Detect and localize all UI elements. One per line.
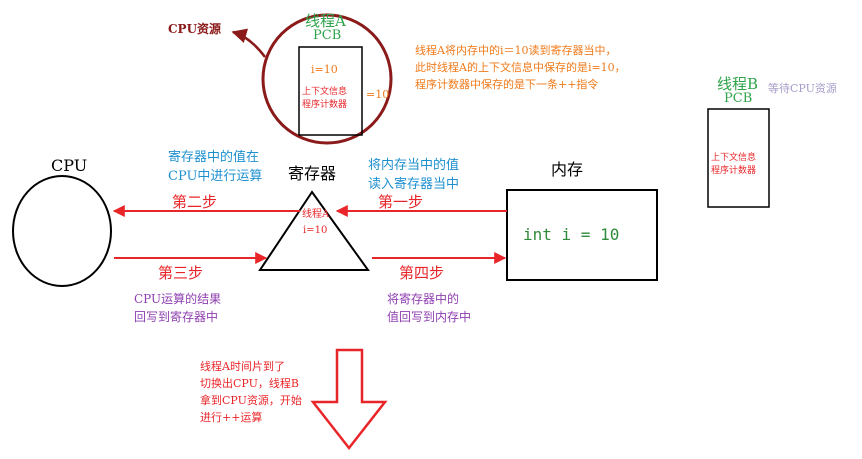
register-inner-line2: i=10 bbox=[303, 225, 328, 236]
thread-b-ctx-line2: 程序计数器 bbox=[711, 166, 757, 176]
thread-a-ctx-line2: 程序计数器 bbox=[302, 100, 348, 110]
thread-a-i-value: i=10 bbox=[311, 63, 338, 76]
thread-a-pcb-label: PCB bbox=[313, 28, 342, 43]
memory-content: int i = 10 bbox=[523, 225, 620, 244]
step4-label: 第四步 bbox=[399, 264, 445, 282]
note-switch: 线程A时间片到了 切换出CPU，线程B 拿到CPU资源，开始 进行++运算 bbox=[200, 360, 302, 424]
thread-b-ctx-line1: 上下文信息 bbox=[711, 153, 757, 163]
thread-b-title: 线程B bbox=[717, 75, 759, 93]
cpu-resource-label: CPU资源 bbox=[168, 22, 222, 36]
step2-label: 第二步 bbox=[172, 193, 218, 211]
cpu-resource-arrow bbox=[231, 28, 266, 58]
thread-b-status: 等待CPU资源 bbox=[768, 82, 837, 95]
thread-a-circle bbox=[261, 13, 393, 145]
thread-b-pcb-box bbox=[707, 108, 770, 208]
thread-a-pcb-box bbox=[298, 46, 363, 136]
cpu-label: CPU bbox=[51, 156, 88, 175]
thread-a-title: 线程A bbox=[305, 12, 346, 30]
note-writeback-memory: 将寄存器中的 值回写到内存中 bbox=[387, 292, 472, 324]
thread-a-ctx-value: =10 bbox=[366, 88, 390, 101]
note-top: 线程A将内存中的i＝10读到寄存器当中， 此时线程A的上下文信息中保存的是i=1… bbox=[415, 44, 626, 91]
cpu-ellipse bbox=[12, 175, 112, 287]
register-inner-line1: 线程A bbox=[302, 209, 330, 220]
switch-down-arrow bbox=[310, 348, 388, 451]
register-label: 寄存器 bbox=[288, 164, 337, 183]
note-cpu-compute: 寄存器中的值在 CPU中进行运算 bbox=[168, 150, 263, 184]
note-writeback-register: CPU运算的结果 回写到寄存器中 bbox=[134, 292, 222, 324]
memory-box bbox=[506, 189, 658, 281]
thread-a-ctx-line1: 上下文信息 bbox=[302, 87, 348, 97]
step1-label: 第一步 bbox=[378, 193, 424, 211]
note-load: 将内存当中的值 读入寄存器当中 bbox=[368, 158, 460, 192]
memory-label: 内存 bbox=[551, 160, 584, 179]
register-triangle bbox=[258, 190, 370, 271]
thread-b-pcb-label: PCB bbox=[724, 91, 753, 106]
step3-label: 第三步 bbox=[158, 264, 204, 282]
